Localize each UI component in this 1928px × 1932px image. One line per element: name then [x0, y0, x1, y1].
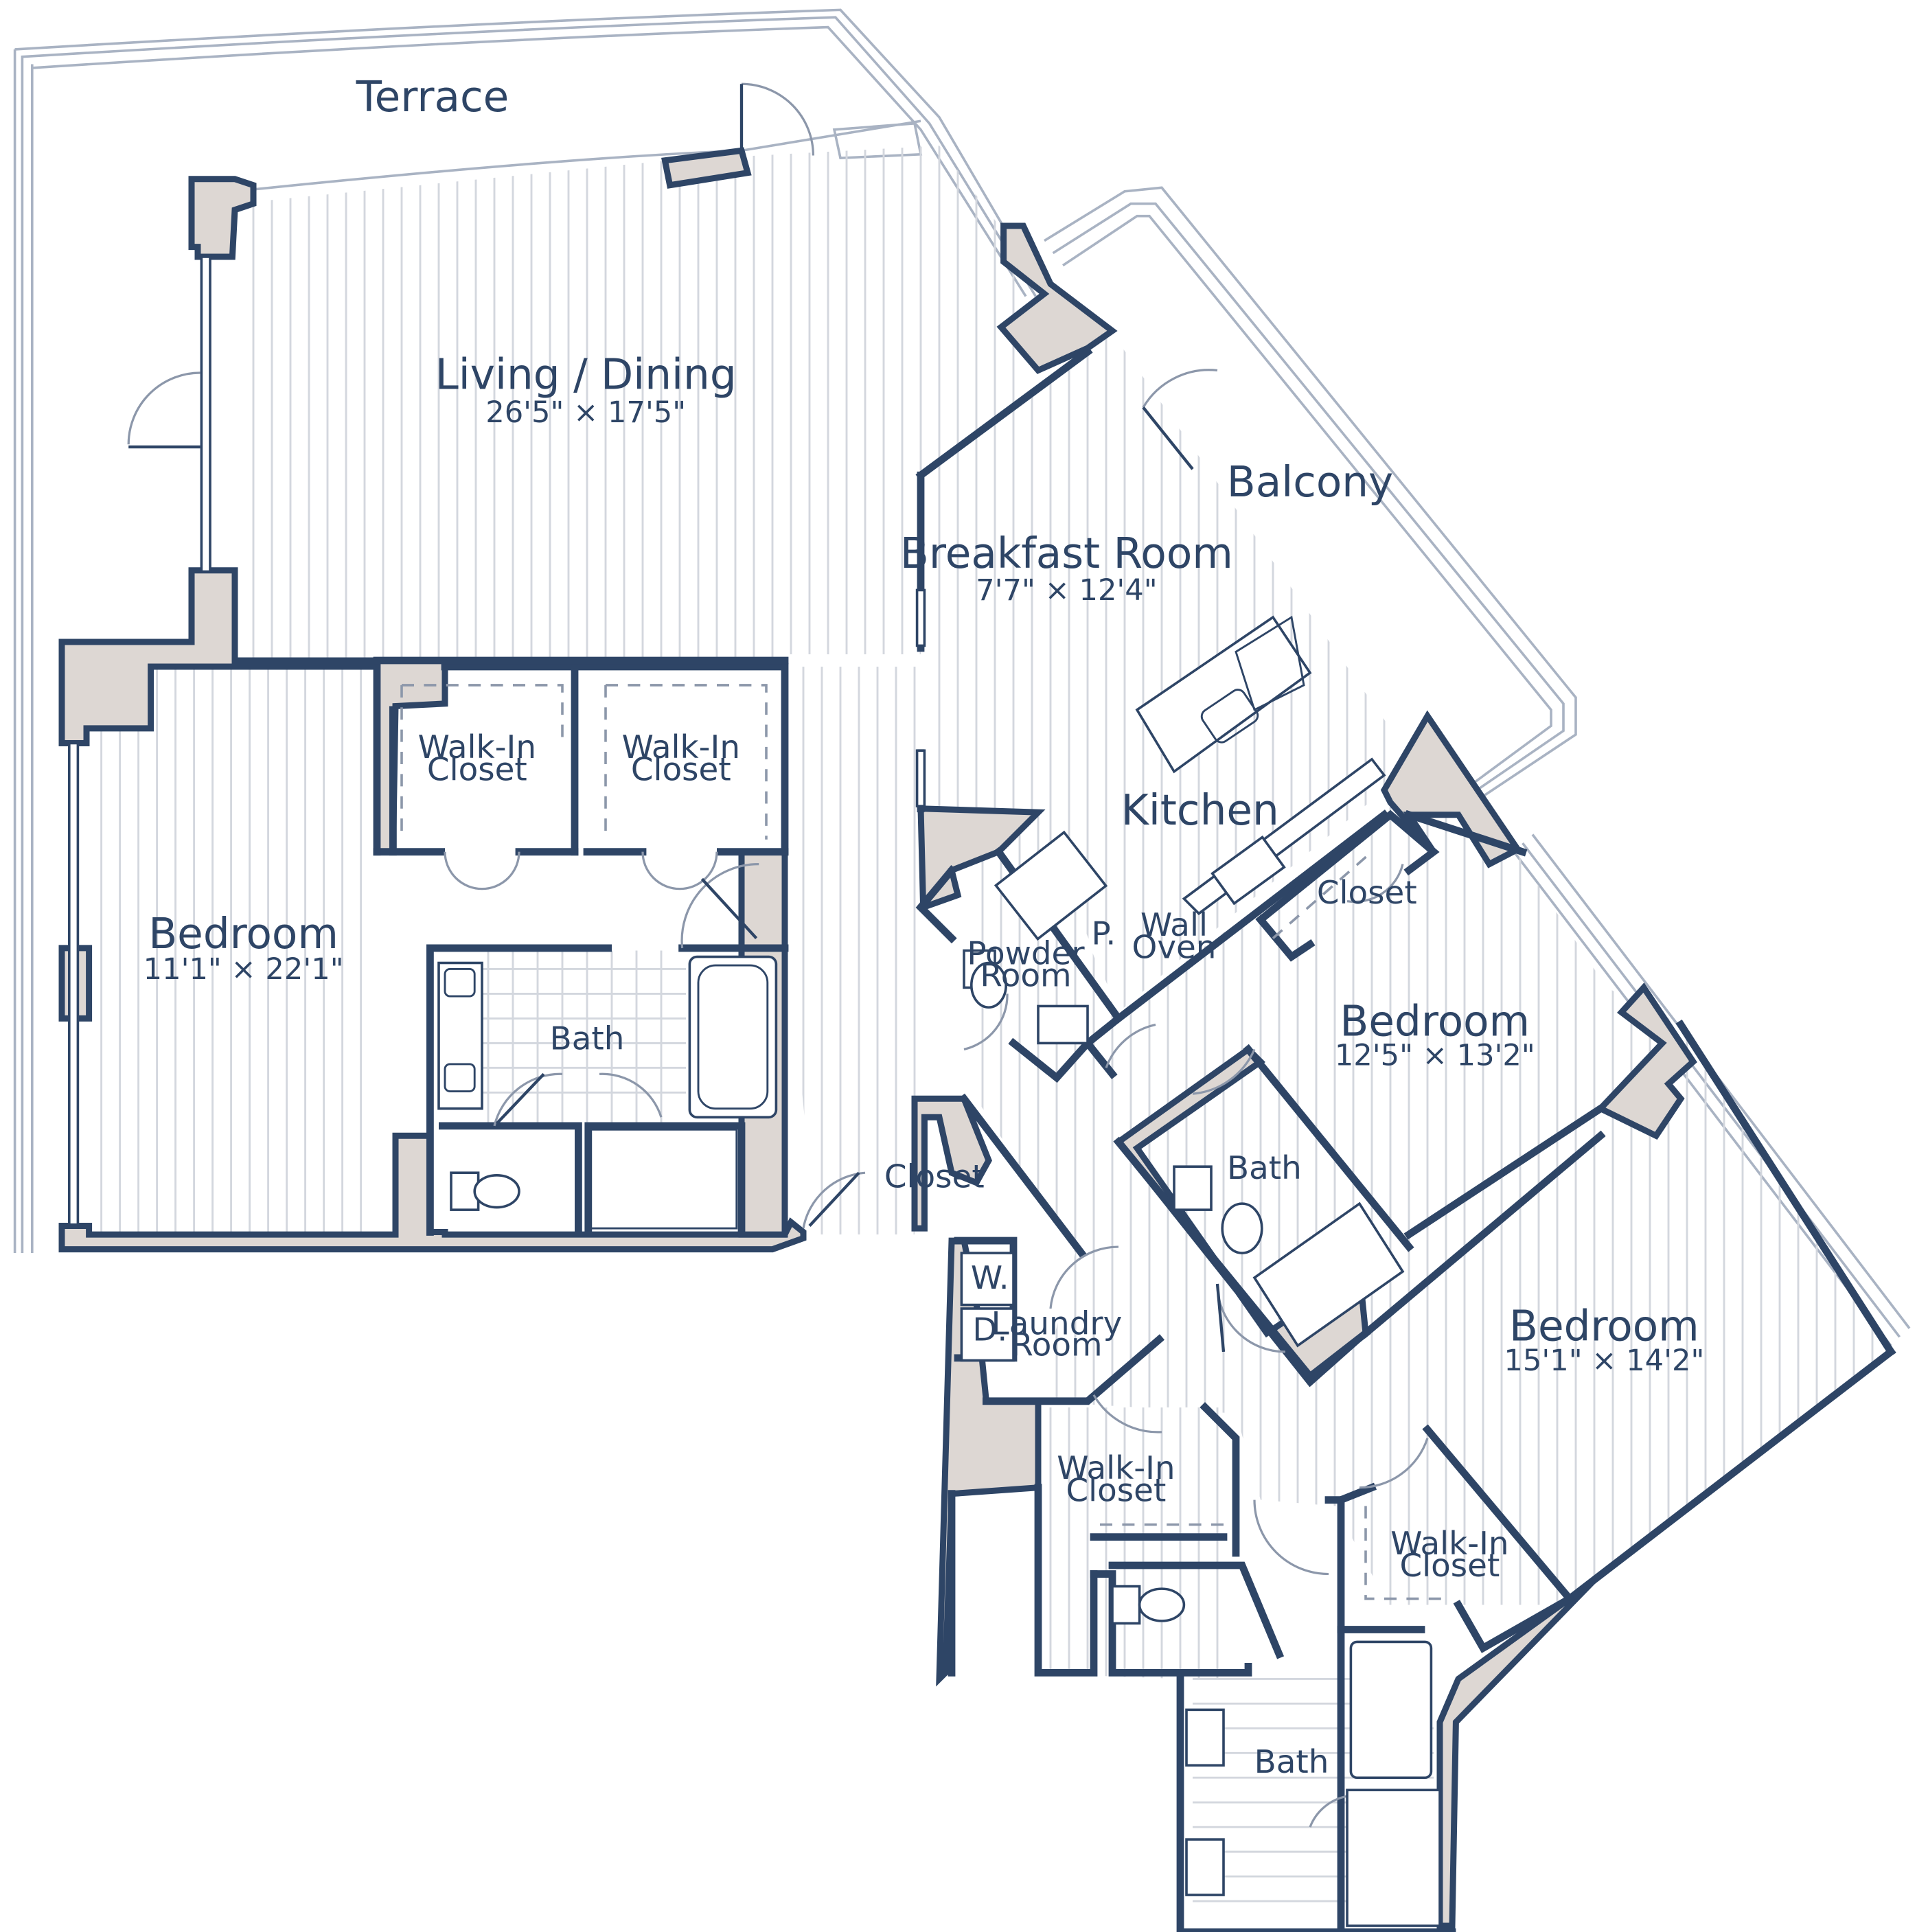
- washer: [960, 1252, 1015, 1307]
- toilet-powder: [970, 961, 1007, 1009]
- sink-icon: [444, 968, 476, 998]
- sink-south: [1185, 1708, 1225, 1767]
- living-dining-label: Living / Dining: [435, 350, 737, 399]
- sink-powder: [1037, 1004, 1089, 1045]
- sink-south: [1185, 1838, 1225, 1896]
- bedroom-middle-dimensions: 12'5" × 13'2": [1335, 1039, 1535, 1073]
- walk-in-closet-3-label-line2: Closet: [1066, 1472, 1166, 1509]
- dryer: [960, 1307, 1015, 1362]
- kitchen-island: [1135, 615, 1312, 774]
- balcony-label: Balcony: [1227, 458, 1394, 507]
- walk-in-closet-1-label-line2: Closet: [427, 751, 527, 788]
- bathtub-south: [1349, 1640, 1433, 1780]
- breakfast-room-dimensions: 7'7" × 12'4": [976, 573, 1157, 608]
- doors: [127, 82, 1429, 1828]
- toilet-middle: [1221, 1202, 1263, 1254]
- pantry-label: P.: [1091, 916, 1116, 953]
- bedroom-east-dimensions: 15'1" × 14'2": [1504, 1344, 1704, 1378]
- closet-rods: [400, 684, 1446, 1600]
- closet-kitchen-label: Closet: [1317, 875, 1417, 912]
- closet-hall-label: Closet: [884, 1159, 985, 1196]
- bath-middle-label: Bath: [1227, 1150, 1302, 1187]
- walk-in-closet-2-label-line2: Closet: [631, 751, 731, 788]
- bedroom-west-dimensions: 11'1" × 22'1": [144, 952, 344, 987]
- terrace-railing: [13, 8, 1046, 1254]
- bedroom-east-label: Bedroom: [1509, 1302, 1699, 1351]
- terrace-label: Terrace: [356, 73, 509, 122]
- laundry-room-label-line1: Laundry: [991, 1306, 1123, 1343]
- bath-primary-label: Bath: [550, 1020, 625, 1057]
- refrigerator: [994, 830, 1108, 941]
- labels: Terrace Living / Dining 26'5" × 17'5" Ba…: [144, 73, 1705, 1781]
- fixtures: [437, 615, 1441, 1927]
- sink-middle: [1173, 1165, 1213, 1211]
- dishwasher: [1235, 615, 1305, 711]
- powder-room-label-line2: Room: [980, 958, 1071, 995]
- shower-primary: [589, 1128, 738, 1230]
- wall-oven-label-line1: Wall: [1140, 907, 1208, 944]
- toilet-primary: [473, 1173, 520, 1209]
- shower-south: [1346, 1789, 1441, 1927]
- washer-label: W.: [971, 1260, 1009, 1297]
- bedroom-west-label: Bedroom: [148, 910, 338, 958]
- south-wing-floor: [1049, 1407, 1434, 1902]
- bath-south-label: Bath: [1254, 1744, 1329, 1781]
- toilet-south: [1138, 1587, 1186, 1622]
- wall-oven-label-line2: Oven: [1132, 929, 1217, 966]
- bathtub-middle: [1252, 1201, 1405, 1348]
- bedroom-west-floor: [100, 666, 363, 1235]
- sink-icon: [444, 1063, 476, 1092]
- breakfast-room-label: Breakfast Room: [900, 529, 1233, 578]
- kitchen-label: Kitchen: [1121, 786, 1279, 835]
- windows: [68, 255, 926, 1226]
- bedroom-middle-label: Bedroom: [1340, 998, 1530, 1046]
- powder-room-label-line1: Powder: [967, 935, 1085, 972]
- dryer-label: D.: [972, 1312, 1007, 1349]
- bathtub-primary: [688, 955, 778, 1119]
- walk-in-closet-1-label-line1: Walk-In: [418, 729, 536, 766]
- walk-in-closet-2-label-line1: Walk-In: [622, 729, 740, 766]
- sink-icon: [1200, 689, 1259, 744]
- partitions: [373, 346, 1896, 1932]
- walk-in-closet-4-label-line1: Walk-In: [1390, 1526, 1508, 1563]
- walk-in-closet-4-label-line2: Closet: [1399, 1548, 1500, 1585]
- cooktop: [1210, 835, 1286, 906]
- laundry-room-label-line2: Room: [1011, 1326, 1102, 1364]
- living-dining-dimensions: 26'5" × 17'5": [485, 395, 686, 430]
- walk-in-closet-3-label-line1: Walk-In: [1057, 1450, 1175, 1487]
